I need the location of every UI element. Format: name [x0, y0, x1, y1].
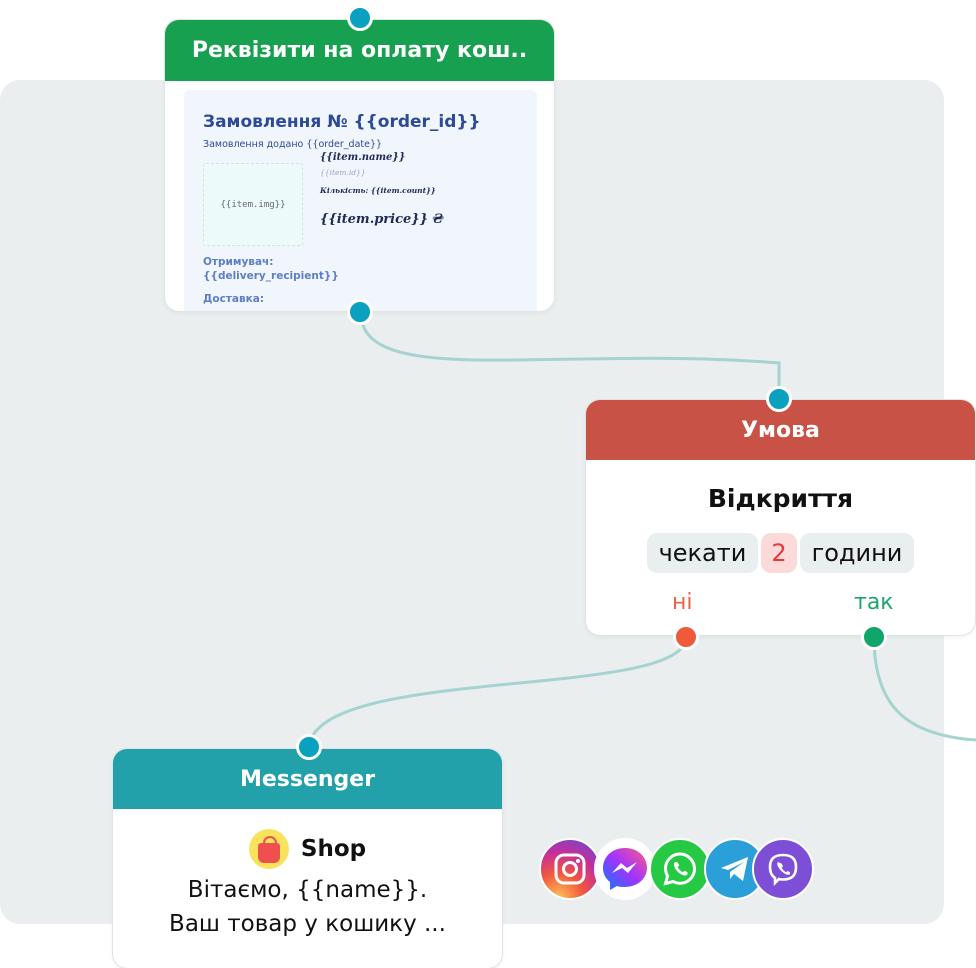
delivery-label: Доставка: — [203, 293, 265, 305]
item-image-placeholder: {{item.img}} — [203, 163, 303, 246]
recipient-value: {{delivery_recipient}} — [203, 270, 339, 282]
item-price: {{item.price}} ₴ — [320, 212, 444, 227]
condition-yes-port[interactable] — [861, 624, 887, 650]
condition-node[interactable]: Умова Відкриття чекати 2 години ні так — [586, 400, 975, 635]
wire-no-to-messenger — [307, 636, 688, 747]
wait-settings: чекати 2 години — [586, 533, 975, 573]
shop-row: Shop — [113, 829, 502, 869]
messenger-icon[interactable] — [594, 838, 656, 900]
condition-no-port[interactable] — [673, 624, 699, 650]
node-title: Реквізити на оплату кош.. — [191, 38, 528, 63]
wire-yes-branch — [872, 636, 976, 742]
branch-no-label: ні — [672, 590, 693, 615]
item-name: {{item.name}} — [320, 152, 406, 163]
email-preview: Замовлення № {{order_id}} Замовлення дод… — [184, 90, 537, 311]
condition-event: Відкриття — [707, 484, 854, 513]
payment-details-node[interactable]: Реквізити на оплату кош.. Замовлення № {… — [165, 20, 554, 311]
order-date: Замовлення додано {{order_date}} — [203, 139, 383, 150]
instagram-icon[interactable] — [539, 838, 601, 900]
payment-output-port[interactable] — [347, 299, 373, 325]
wait-unit[interactable]: години — [799, 533, 915, 573]
node-header: Реквізити на оплату кош.. — [165, 20, 554, 81]
node-title: Messenger — [239, 766, 376, 792]
message-line-2: Ваш товар у кошику ... — [169, 911, 446, 937]
node-title: Умова — [741, 417, 820, 443]
node-header: Messenger — [113, 749, 502, 809]
payment-input-port[interactable] — [347, 5, 373, 31]
whatsapp-icon[interactable] — [649, 838, 711, 900]
condition-input-port[interactable] — [766, 386, 792, 412]
item-count: Кількість: {{item.count}} — [320, 186, 436, 195]
order-title: Замовлення № {{order_id}} — [203, 112, 481, 132]
wait-value[interactable]: 2 — [761, 533, 797, 573]
viber-icon[interactable] — [752, 838, 814, 900]
recipient-label: Отримувач: — [203, 256, 274, 268]
message-line-1: Вітаємо, {{name}}. — [187, 877, 428, 903]
messenger-input-port[interactable] — [296, 734, 322, 760]
messenger-node[interactable]: Messenger Shop Вітаємо, {{name}}. Ваш то… — [113, 749, 502, 968]
wire-payment-to-condition — [359, 312, 781, 398]
shop-name: Shop — [300, 836, 367, 862]
branch-yes-label: так — [854, 590, 894, 615]
item-id: {{item.id}} — [320, 168, 366, 177]
shop-bag-icon — [248, 829, 289, 869]
wait-label: чекати — [646, 533, 759, 573]
